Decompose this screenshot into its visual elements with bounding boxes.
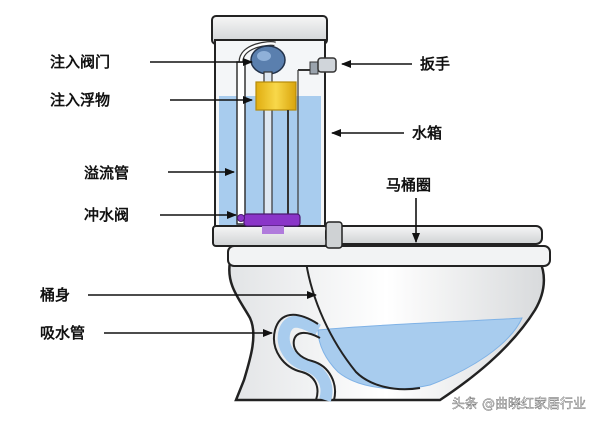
label-flush-valve: 冲水阀 [84, 206, 237, 224]
label-overflow-tube-text: 溢流管 [84, 164, 129, 182]
label-toilet-seat: 马桶圈 [386, 176, 431, 243]
handle-shape [297, 57, 337, 214]
bowl-water [317, 317, 523, 390]
watermark-text: 头条 @曲晓红家居行业 [452, 396, 586, 412]
label-fill-valve: 注入阀门 [50, 53, 253, 71]
flush-valve-shape [237, 213, 301, 234]
siphon-trapway [277, 315, 333, 402]
label-bowl-body-text: 桶身 [40, 286, 70, 304]
fill-float-shape [255, 81, 297, 218]
label-siphon-tube: 吸水管 [40, 324, 273, 342]
label-fill-valve-text: 注入阀门 [50, 53, 110, 71]
label-fill-float-text: 注入浮物 [50, 91, 110, 109]
label-tank: 水箱 [331, 124, 442, 142]
label-handle-text: 扳手 [420, 55, 450, 73]
toilet-seat-shape [227, 221, 551, 267]
label-fill-float: 注入浮物 [50, 91, 253, 109]
label-overflow-tube: 溢流管 [84, 164, 235, 182]
label-siphon-tube-text: 吸水管 [40, 324, 85, 342]
label-tank-text: 水箱 [412, 124, 442, 142]
label-toilet-seat-text: 马桶圈 [386, 176, 431, 194]
bowl [228, 260, 546, 402]
label-handle: 扳手 [341, 55, 450, 73]
label-flush-valve-text: 冲水阀 [84, 206, 129, 224]
label-bowl-body: 桶身 [40, 286, 317, 304]
